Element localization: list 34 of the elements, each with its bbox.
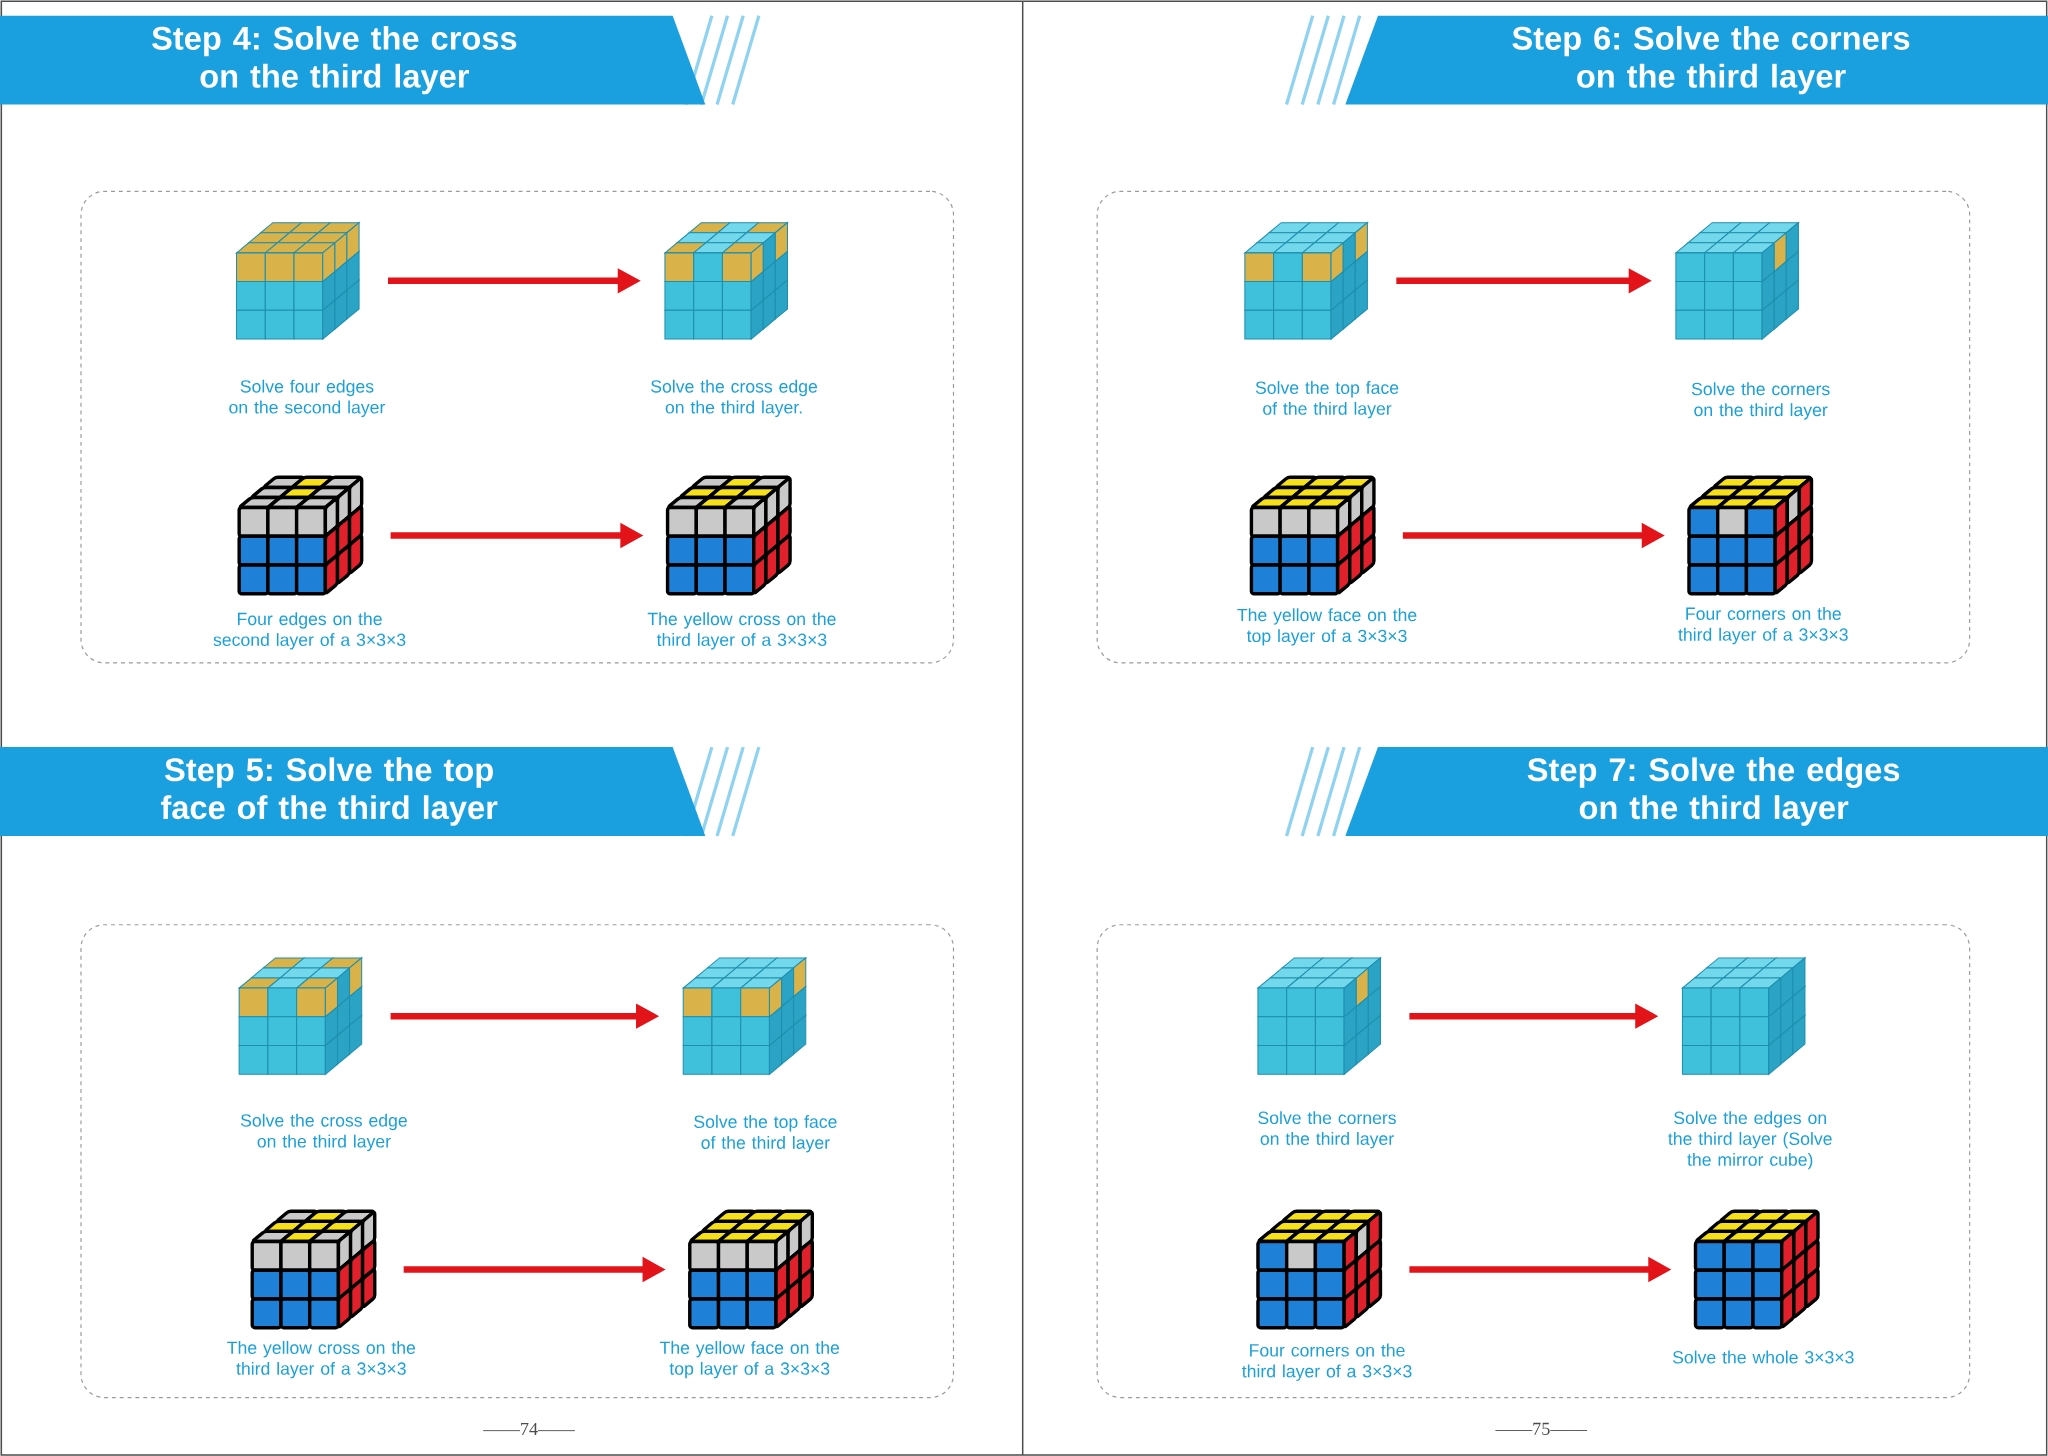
page-number: ——75—— <box>1495 1422 1588 1435</box>
cube-drawing <box>688 1209 814 1330</box>
cube-drawing <box>237 475 364 596</box>
cube-drawing <box>1249 475 1376 596</box>
node-label: Solve the whole 3×3×3 <box>1672 1350 1854 1364</box>
page-number: ——74—— <box>483 1422 575 1435</box>
node-label: Four corners on the third layer of a 3×3×3 <box>1678 606 1848 645</box>
cube-drawing <box>1693 1209 1820 1330</box>
node-label: The yellow face on the top layer of a 3×3×3 <box>1237 608 1417 646</box>
dashed-panel <box>80 924 955 1398</box>
dashed-panel <box>1096 190 1971 664</box>
cube-drawing <box>665 475 792 596</box>
node-label: The yellow cross on the third layer of a 3×3×3 <box>647 612 836 650</box>
node-label: Solve the corners on the third layer <box>1691 382 1830 420</box>
node-label: Four corners on the third layer of a 3×3×3 <box>1242 1343 1412 1381</box>
title-banner: Step 6: Solve the corners on the third layer <box>1345 15 2048 105</box>
title-banner: Step 5: Solve the top face of the third layer <box>0 746 706 836</box>
node-label: Solve the top face of the third layer <box>694 1114 837 1153</box>
cube-drawing <box>250 1209 377 1330</box>
node-label: Solve the corners on the third layer <box>1258 1110 1396 1149</box>
node-label: Solve the cross edge on the third layer <box>240 1113 407 1151</box>
node-label: Solve the top face of the third layer <box>1255 380 1399 419</box>
node-label: Four edges on the second layer of a 3×3×3 <box>213 612 406 650</box>
node-label: The yellow cross on the third layer of a 3×3×3 <box>227 1340 416 1379</box>
node-label: Solve the edges on the third layer (Solve the mirror cube) <box>1668 1110 1832 1170</box>
dashed-panel <box>1096 924 1971 1398</box>
title-banner: Step 4: Solve the cross on the third layer <box>0 15 706 105</box>
title-banner: Step 7: Solve the edges on the third layer <box>1345 746 2048 836</box>
node-label: The yellow face on the top layer of a 3×3×3 <box>659 1340 840 1379</box>
cube-drawing <box>1256 1209 1383 1330</box>
cube-drawing <box>1687 475 1814 596</box>
dashed-panel <box>80 190 955 664</box>
node-label: Solve four edges on the second layer <box>229 379 385 417</box>
node-label: Solve the cross edge on the third layer. <box>651 379 818 417</box>
